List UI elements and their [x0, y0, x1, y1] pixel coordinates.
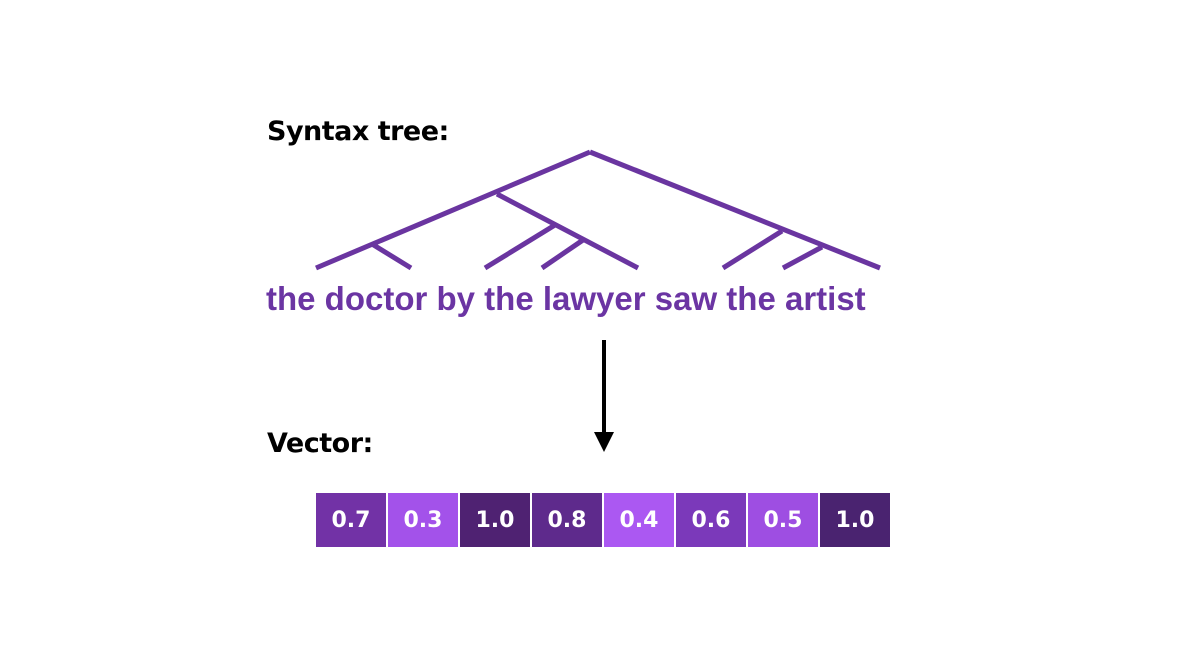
tree-branch	[589, 149, 881, 271]
vector-cell: 0.4	[604, 493, 674, 547]
vector-cell: 0.5	[748, 493, 818, 547]
vector-cell: 0.3	[388, 493, 458, 547]
tree-branch	[495, 191, 640, 271]
tree-branch	[781, 244, 824, 271]
vector-cell: 0.7	[316, 493, 386, 547]
tree-branch	[483, 222, 557, 271]
tree-branch	[370, 241, 413, 271]
tree-branch	[540, 237, 585, 271]
tree-branch	[721, 228, 784, 271]
vector-cell: 1.0	[460, 493, 530, 547]
vector-label: Vector:	[267, 428, 373, 459]
arrow-head-icon	[594, 432, 614, 452]
syntax-tree-label: Syntax tree:	[267, 116, 449, 147]
tree-branch	[315, 149, 591, 271]
sentence: the doctor by the lawyer saw the artist	[266, 280, 866, 317]
vector-cell: 1.0	[820, 493, 890, 547]
vector-cell: 0.8	[532, 493, 602, 547]
vector-cell: 0.6	[676, 493, 746, 547]
